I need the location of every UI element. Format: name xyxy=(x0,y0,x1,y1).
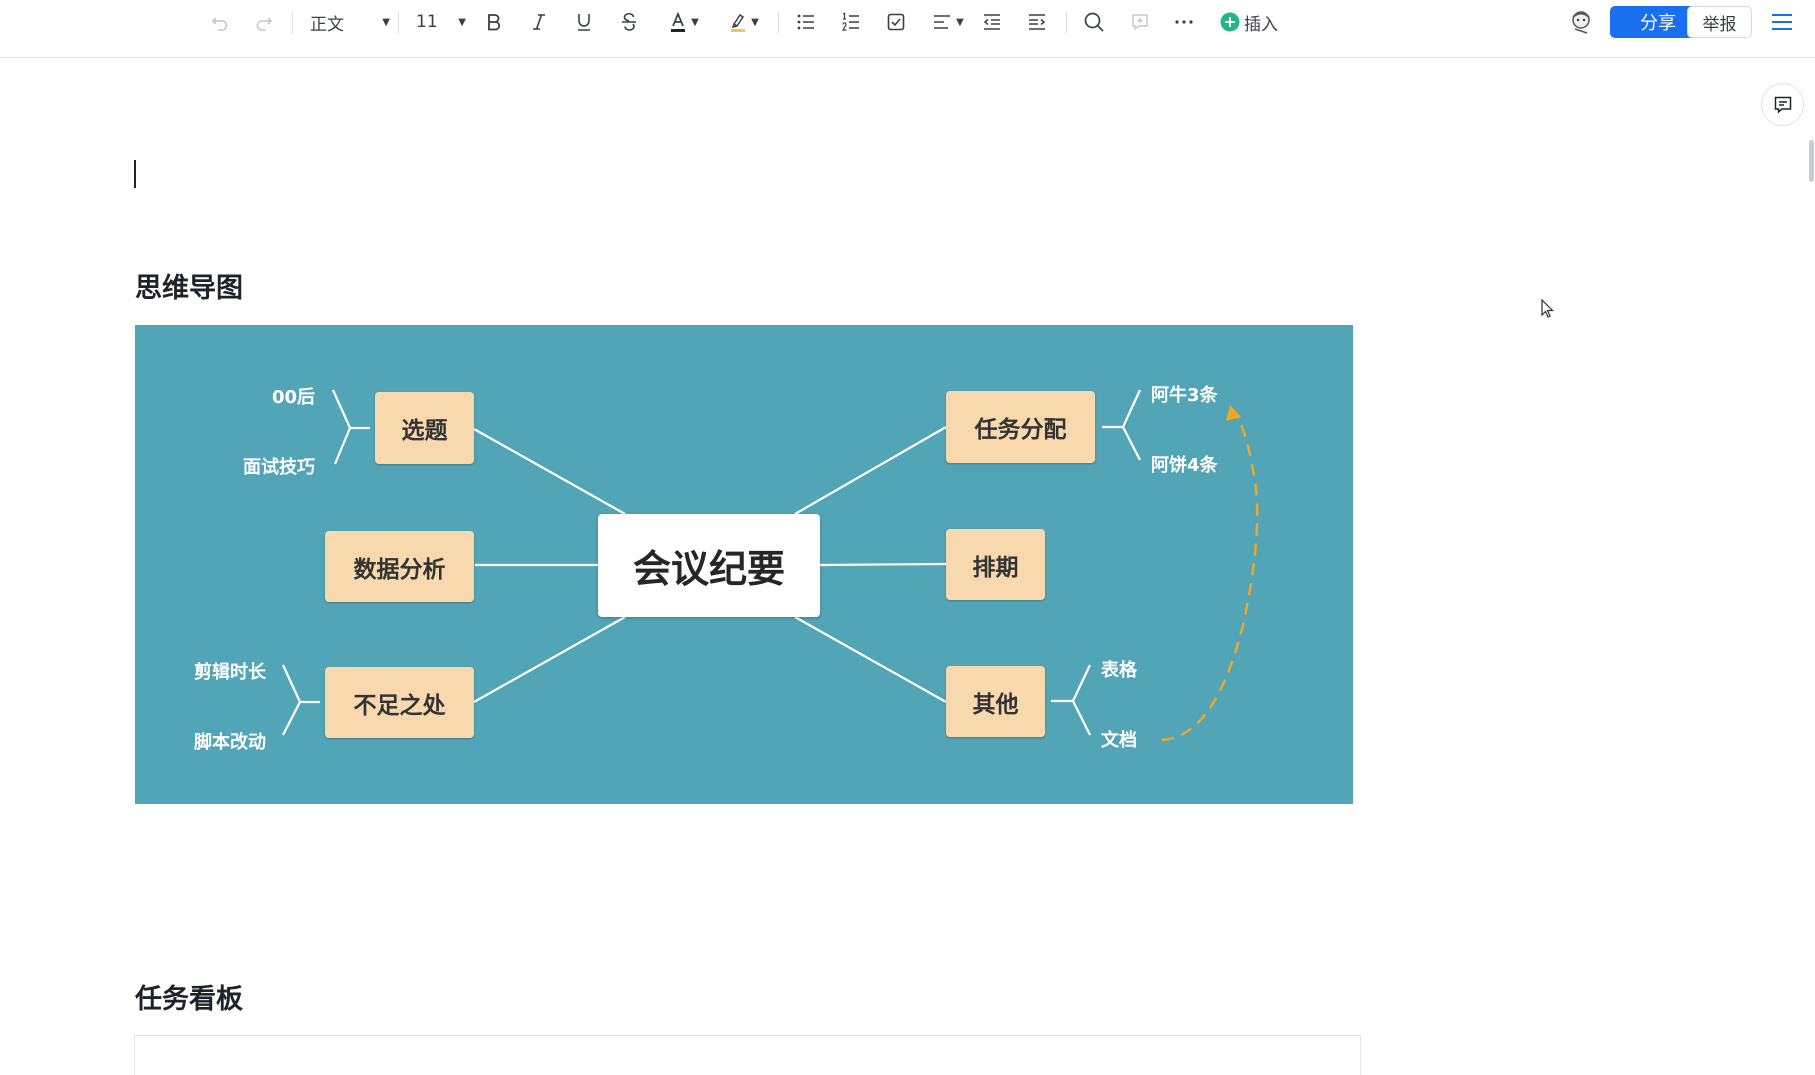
mindmap-image[interactable]: 会议纪要 选题 数据分析 不足之处 任务分配 排期 其他 00后 面试技巧 剪辑… xyxy=(135,325,1353,804)
chevron-down-icon: ▼ xyxy=(382,16,390,28)
bold-icon[interactable] xyxy=(481,7,507,37)
comment-icon xyxy=(1774,96,1791,114)
report-button[interactable]: 举报 xyxy=(1687,6,1752,38)
mindmap-leaf: 00后 xyxy=(272,387,316,408)
mindmap-node-task-assignment: 任务分配 xyxy=(946,391,1095,463)
mindmap-leaf: 文档 xyxy=(1101,730,1137,751)
underline-icon[interactable] xyxy=(571,7,597,37)
search-icon[interactable] xyxy=(1080,7,1108,37)
heading-mindmap: 思维导图 xyxy=(135,273,243,304)
scrollbar[interactable] xyxy=(1809,140,1814,182)
font-size-select[interactable]: 11 ▼ xyxy=(416,7,466,37)
editor-toolbar: 正文 ▼ 11 ▼ ▼ ▼ ▼ xyxy=(0,0,1815,58)
mindmap-node-topic: 选题 xyxy=(375,392,474,464)
font-size-value: 11 xyxy=(416,12,438,32)
chevron-down-icon: ▼ xyxy=(956,16,964,28)
menu-icon[interactable] xyxy=(1768,7,1796,37)
arrow-head xyxy=(1226,405,1241,421)
mindmap-node-data-analysis: 数据分析 xyxy=(325,531,474,602)
checkbox-list-icon[interactable] xyxy=(882,7,910,37)
numbered-list-icon[interactable] xyxy=(837,7,865,37)
chevron-down-icon: ▼ xyxy=(458,16,466,28)
collaborator-avatar-icon[interactable] xyxy=(1566,5,1596,39)
mindmap-leaf: 脚本改动 xyxy=(194,732,266,753)
insert-button[interactable]: 插入 xyxy=(1220,7,1284,37)
toolbar-divider xyxy=(778,12,779,34)
highlight-icon[interactable]: ▼ xyxy=(724,7,764,37)
toolbar-divider xyxy=(398,12,399,34)
mindmap-connectors xyxy=(282,389,1259,742)
undo-icon[interactable] xyxy=(206,7,234,37)
toolbar-divider xyxy=(292,12,293,34)
mindmap-leaf: 剪辑时长 xyxy=(194,662,266,683)
mindmap-leaf: 面试技巧 xyxy=(243,457,315,478)
mindmap-center-node: 会议纪要 xyxy=(598,514,820,617)
mindmap-node-shortcomings: 不足之处 xyxy=(325,667,474,738)
paragraph-style-value: 正文 xyxy=(310,14,344,35)
chevron-down-icon: ▼ xyxy=(751,16,759,28)
mouse-pointer-icon xyxy=(1541,299,1554,318)
outdent-icon[interactable] xyxy=(978,7,1006,37)
mindmap-leaf: 阿牛3条 xyxy=(1151,385,1218,406)
align-icon[interactable]: ▼ xyxy=(928,7,968,37)
italic-icon[interactable] xyxy=(526,7,552,37)
plus-circle-icon xyxy=(1220,12,1240,32)
mindmap-node-schedule: 排期 xyxy=(946,529,1045,600)
dashed-arrow xyxy=(1161,409,1259,742)
comment-panel-button[interactable] xyxy=(1761,83,1804,126)
strikethrough-icon[interactable] xyxy=(616,7,642,37)
chevron-down-icon: ▼ xyxy=(691,16,699,28)
task-board-table[interactable] xyxy=(134,1035,1361,1075)
paragraph-style-select[interactable]: 正文 ▼ xyxy=(310,7,390,37)
redo-icon[interactable] xyxy=(250,7,278,37)
indent-icon[interactable] xyxy=(1023,7,1051,37)
add-comment-icon[interactable] xyxy=(1126,7,1154,37)
more-icon[interactable] xyxy=(1170,7,1198,37)
mindmap-leaf: 表格 xyxy=(1101,660,1137,681)
insert-label: 插入 xyxy=(1244,14,1278,35)
text-cursor xyxy=(134,160,136,188)
mindmap-leaf: 阿饼4条 xyxy=(1151,455,1218,476)
bullet-list-icon[interactable] xyxy=(792,7,820,37)
heading-task-board: 任务看板 xyxy=(135,984,243,1015)
font-color-icon[interactable]: ▼ xyxy=(664,7,704,37)
toolbar-divider xyxy=(1066,12,1067,34)
mindmap-node-other: 其他 xyxy=(946,666,1045,737)
